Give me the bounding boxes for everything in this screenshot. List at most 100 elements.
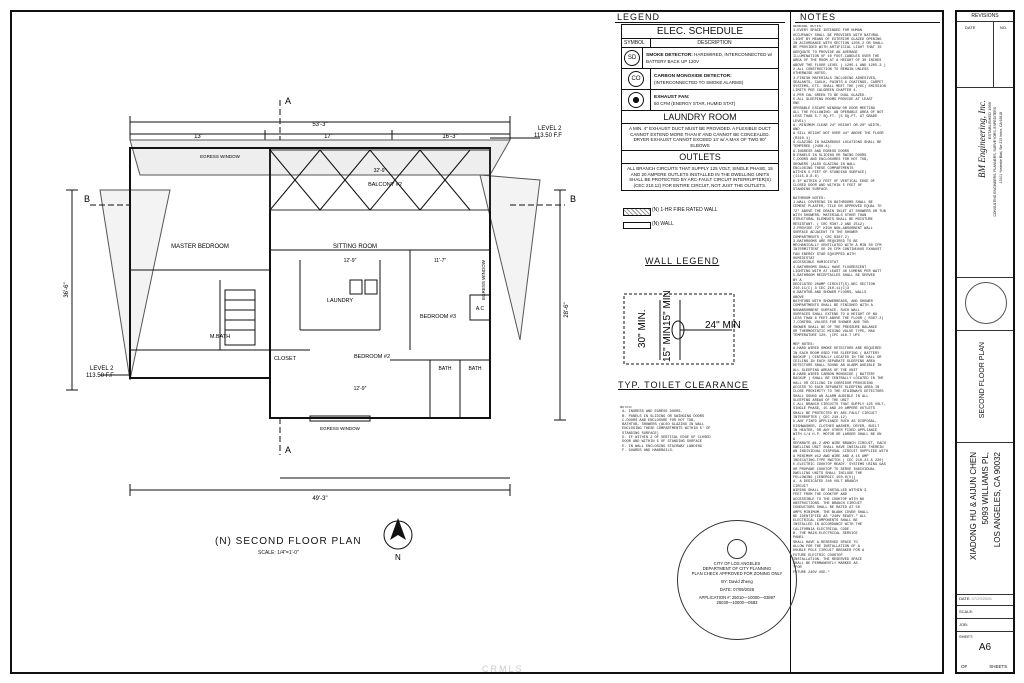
plan-title: (N) SECOND FLOOR PLAN bbox=[215, 536, 362, 547]
smoke-detector-icon: SD bbox=[624, 50, 641, 66]
tb-scale-label: SCALE: bbox=[959, 609, 974, 614]
room-bath-2: BATH bbox=[439, 366, 452, 372]
sheet-name: SECOND FLOOR PLAN bbox=[979, 342, 986, 419]
tb-of-label: OF bbox=[961, 664, 968, 669]
city-approval-stamp: CITY OF LOS ANGELES DEPARTMENT OF CITY P… bbox=[677, 520, 797, 640]
tb-sheet-label: SHEET: bbox=[959, 634, 974, 639]
co-detector-icon: CO bbox=[628, 71, 644, 87]
legend-header: LEGEND bbox=[617, 12, 661, 22]
watermark: CRMLS bbox=[482, 664, 524, 674]
floor-plan: 53'-3" 13' 17' 16'-3" 49'-3" 36'-6" 28'-… bbox=[64, 96, 576, 560]
outlets-text: ALL BRANCH CIRCUITS THAT SUPPLY 125 VOLT… bbox=[627, 166, 773, 188]
toilet-clearance-title: TYP. TOILET CLEARANCE bbox=[618, 380, 749, 390]
tb-sheet-number: A6 bbox=[978, 642, 992, 653]
toilet-dim-24: 24" MIN bbox=[705, 320, 741, 331]
dim-top-total: 53'-3" bbox=[312, 122, 327, 128]
tb-date-value: 07/29/2026 bbox=[971, 596, 992, 601]
schedule-row: SD SMOKE DETECTOR: HARDWIRED, INTERCONNE… bbox=[622, 48, 778, 69]
room-closet: CLOSET bbox=[274, 356, 297, 362]
tb-date-label: DATE: bbox=[959, 596, 971, 601]
outlets-title: OUTLETS bbox=[622, 151, 778, 164]
revisions-label: REVISIONS bbox=[971, 13, 999, 19]
room-mbath: M.BATH bbox=[210, 334, 230, 340]
wall-legend-item-1: (N) 1-HR FIRE RATED WALL bbox=[652, 207, 718, 213]
elec-schedule: ELEC. SCHEDULE SYMBOL DESCRIPTION SD SMO… bbox=[621, 24, 779, 191]
section-b-right: B bbox=[570, 194, 576, 204]
stamp-app-2: 25030—10000—0583 bbox=[716, 600, 758, 605]
schedule-item-desc: HARDWIRED, INTERCONNECTED w/ BATTERY BAC… bbox=[646, 52, 773, 64]
fire-rated-wall-swatch bbox=[623, 208, 651, 216]
general-notes: GENERAL NOTES: 1.EVERY SPACE INTENDED FO… bbox=[793, 25, 888, 575]
toilet-dim-15b: 15" MIN. bbox=[662, 323, 673, 362]
room-bedroom-3: BEDROOM #3 bbox=[420, 314, 456, 320]
dim-bed3: 11'-7" bbox=[434, 258, 447, 264]
dim-right: 28'-6" bbox=[564, 302, 570, 317]
schedule-row: CO CARBON MONOXIDE DETECTOR:(INTERCONNEC… bbox=[622, 69, 778, 90]
column-divider bbox=[790, 12, 791, 674]
level-right-label: LEVEL 2 bbox=[538, 126, 562, 132]
schedule-item-name: CARBON MONOXIDE DETECTOR: bbox=[654, 74, 732, 79]
room-laundry: LAUNDRY bbox=[327, 298, 354, 304]
room-sitting: SITTING ROOM bbox=[333, 244, 377, 250]
section-a-top: A bbox=[285, 96, 291, 106]
dim-top-3: 16'-3" bbox=[442, 134, 457, 140]
section-b-left: B bbox=[84, 194, 90, 204]
level-right-elev: 113.50 F.F bbox=[534, 133, 562, 139]
room-ac: A.C bbox=[476, 306, 485, 312]
stamp-line-1: CITY OF LOS ANGELES bbox=[713, 561, 761, 566]
toilet-dim-30: 30" MIN. bbox=[637, 309, 648, 348]
project-address-1: 5093 WILLIAMS PL, bbox=[981, 452, 990, 525]
section-a-bottom: A bbox=[285, 445, 291, 455]
stamp-line-3: PLAN CHECK APPROVED FOR ZONING ONLY bbox=[691, 571, 783, 576]
room-balcony: BALCONY #2 bbox=[368, 182, 402, 188]
laundry-text: A MIN. 4" EXHAUST DUCT MUST BE PROVIDED.… bbox=[622, 124, 778, 151]
schedule-title: ELEC. SCHEDULE bbox=[622, 25, 778, 39]
egress-window-right: EGRESS WINDOW bbox=[481, 259, 486, 300]
schedule-row: EXHAUST FAN:50 CFM (ENERGY STAR, HUMID S… bbox=[622, 90, 778, 111]
north-label: N bbox=[395, 553, 401, 560]
toilet-clearance-diagram: 30" MIN. 15" MIN. 15" MIN. 24" MIN bbox=[623, 290, 741, 365]
laundry-title: LAUNDRY ROOM bbox=[622, 111, 778, 124]
stamp-date: 07/09/2026 bbox=[733, 587, 755, 592]
drawing-sheet-border bbox=[10, 10, 944, 674]
stamp-app-label: APPLICATION #: bbox=[698, 595, 731, 600]
schedule-col-symbol: SYMBOL bbox=[622, 39, 651, 47]
firm-subtitle: CONSULTING ENGINEERS, PLANNERS, SURVEYOR… bbox=[993, 107, 997, 217]
firm-established: ESTABLISHED 1999 bbox=[987, 102, 992, 140]
dim-top-2: 17' bbox=[324, 134, 332, 140]
notes-divider bbox=[795, 22, 940, 23]
stamp-app-1: 25010—10000—03897 bbox=[731, 595, 776, 600]
egress-window-top: EGRESS WINDOW bbox=[200, 154, 241, 159]
wall-legend-title: WALL LEGEND bbox=[645, 256, 720, 266]
room-bedroom-2: BEDROOM #2 bbox=[354, 354, 390, 360]
stamp-by-name: David Zheng bbox=[728, 579, 753, 584]
client-name: XIADONG HU & AIJUN CHEN bbox=[969, 452, 978, 561]
dim-sitting: 12'-9" bbox=[344, 258, 357, 264]
level-left-elev: 113.50 F.F bbox=[86, 373, 114, 379]
revisions-date-col: DATE bbox=[965, 25, 976, 30]
schedule-item-name: SMOKE DETECTOR: bbox=[646, 53, 693, 58]
dim-bed2: 12'-9" bbox=[354, 386, 367, 392]
schedule-item-name: EXHAUST FAN: bbox=[654, 95, 690, 100]
tb-job-label: JOB: bbox=[959, 622, 968, 627]
project-address-2: LOS ANGELES, CA 90032 bbox=[993, 452, 1002, 548]
schedule-item-desc: 50 CFM (ENERGY STAR, HUMID STAT) bbox=[654, 100, 736, 106]
dim-bottom-total: 49'-3" bbox=[312, 496, 327, 502]
toilet-dim-15a: 15" MIN. bbox=[662, 290, 673, 326]
notes-header: NOTES bbox=[800, 12, 837, 22]
tb-sheets-label: SHEETS bbox=[989, 664, 1008, 669]
north-arrow-icon bbox=[383, 518, 413, 550]
firm-brand: BM Engineering, Inc. bbox=[977, 100, 987, 178]
dim-balcony: 32'-9" bbox=[374, 168, 387, 174]
stamp-date-label: DATE: bbox=[719, 587, 732, 592]
legend-divider bbox=[615, 22, 785, 23]
room-bath-3: BATH bbox=[469, 366, 482, 372]
room-master-bedroom: MASTER BEDROOM bbox=[171, 244, 229, 250]
schedule-col-description: DESCRIPTION bbox=[697, 40, 732, 46]
city-seal-icon bbox=[727, 539, 747, 559]
revisions-no-col: NO. bbox=[1000, 25, 1008, 30]
title-block: REVISIONS DATE NO. BM Engineering, Inc. … bbox=[955, 10, 1015, 674]
dim-left: 36'-6" bbox=[64, 282, 70, 297]
schedule-item-desc: (INTERCONNECTED TO SMOKE ALARMS) bbox=[654, 79, 744, 85]
wall-swatch bbox=[623, 222, 651, 229]
